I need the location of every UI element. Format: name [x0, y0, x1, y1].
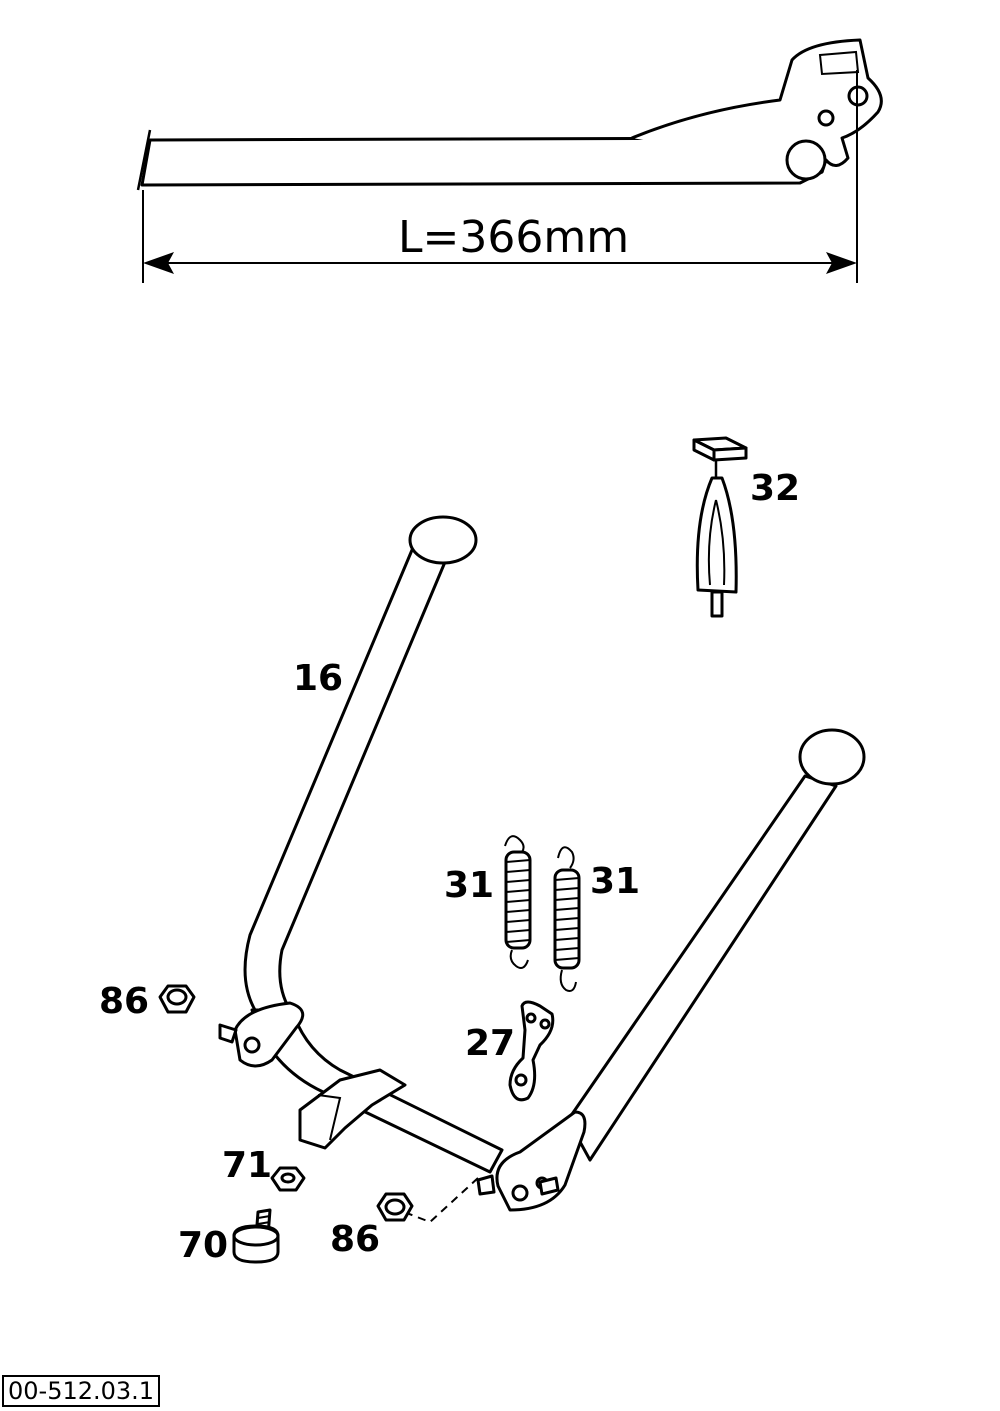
callout-27: 27	[465, 1023, 515, 1064]
spring-hook-tool-32	[692, 436, 748, 618]
side-view-stand	[136, 38, 883, 191]
nut-86-lower	[376, 1192, 414, 1222]
spring-31-right	[553, 846, 581, 992]
spring-bracket-27	[508, 1000, 555, 1102]
callout-86-upper: 86	[99, 981, 149, 1022]
drawing-id: 00-512.03.1	[2, 1375, 161, 1407]
nut-86-upper	[158, 984, 196, 1014]
nut-71	[270, 1166, 306, 1192]
callout-31-left: 31	[444, 865, 494, 906]
callout-31-right: 31	[590, 861, 640, 902]
callout-32: 32	[750, 468, 800, 509]
callout-86-lower: 86	[330, 1219, 380, 1260]
dimension-line	[142, 70, 858, 283]
main-stand-16	[218, 515, 866, 1224]
callout-71: 71	[222, 1145, 272, 1186]
callout-70: 70	[178, 1225, 228, 1266]
callout-16: 16	[293, 658, 343, 699]
rubber-foot-70	[232, 1208, 280, 1264]
spring-31-left	[504, 835, 532, 969]
dimension-label: L=366mm	[398, 212, 629, 263]
